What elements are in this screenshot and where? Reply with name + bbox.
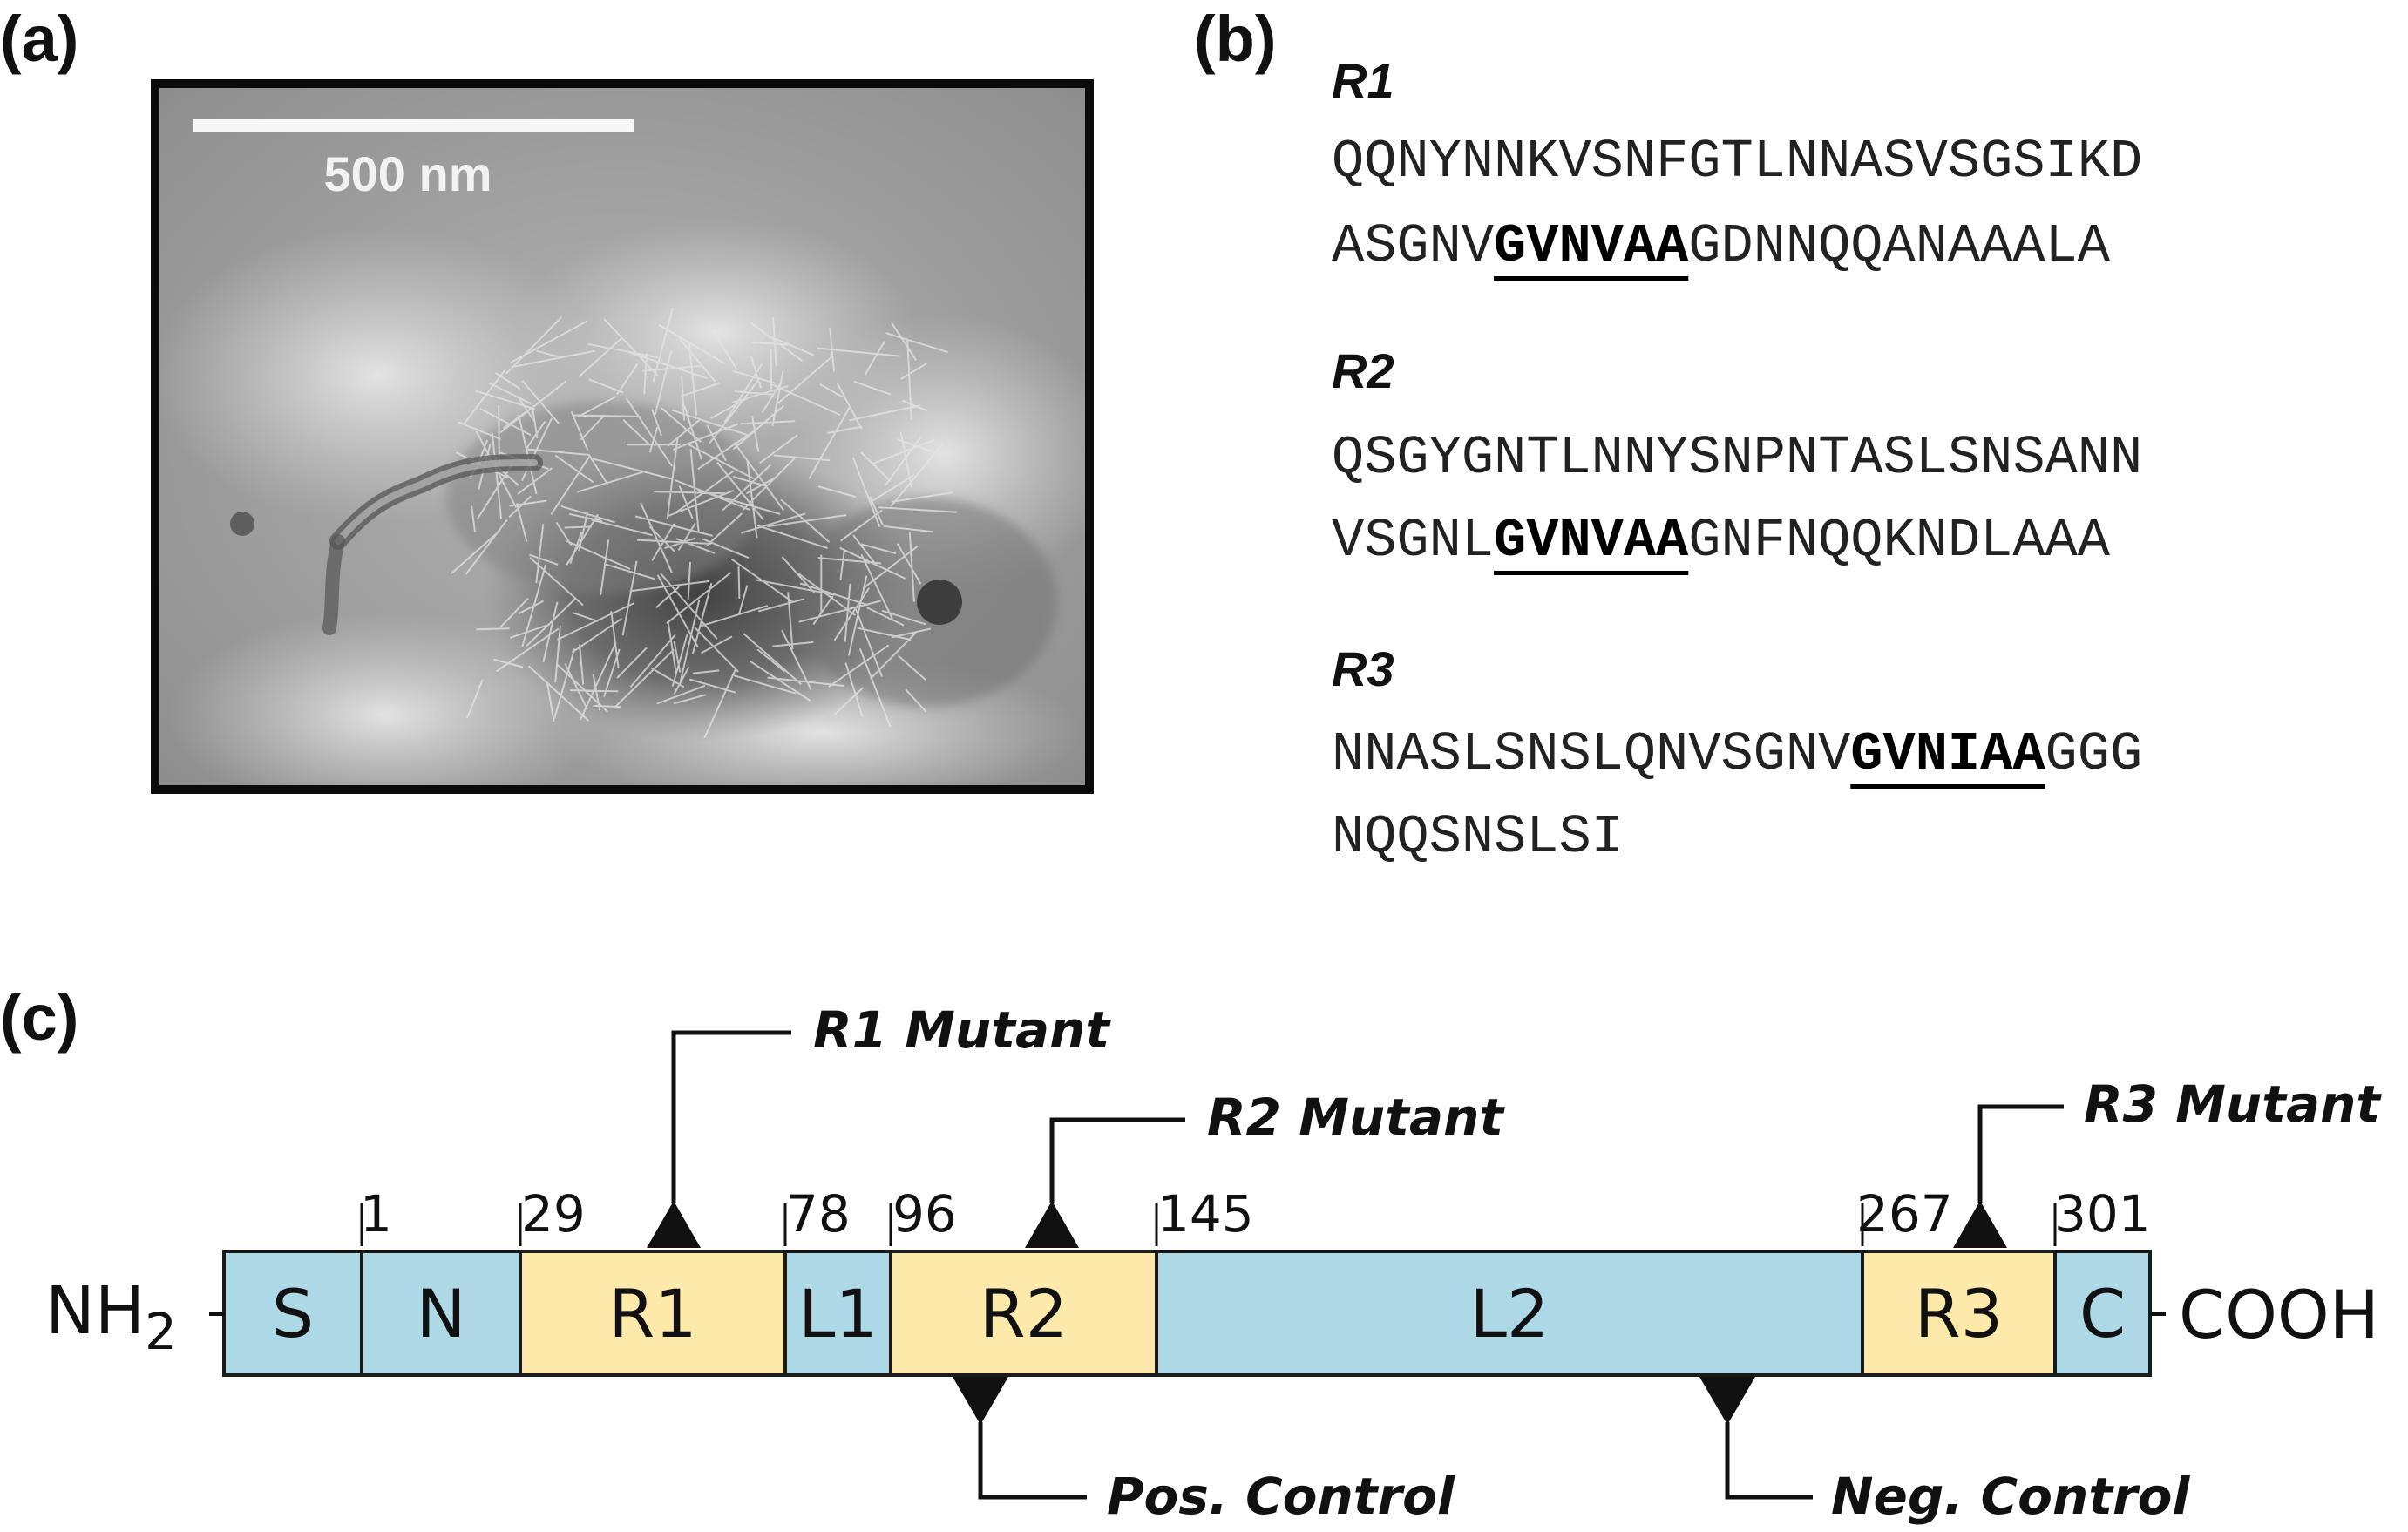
r3-mutant-marker: R3 Mutant xyxy=(1953,1074,2382,1248)
panel-label-c: (c) xyxy=(0,981,79,1054)
segment-l2 xyxy=(1155,1250,1864,1377)
position-78: 78 xyxy=(786,1184,851,1244)
position-145: 145 xyxy=(1157,1184,1254,1244)
seq-title-r2: R2 xyxy=(1332,343,1394,398)
position-96: 96 xyxy=(892,1184,957,1244)
r1-mutant-label: R1 Mutant xyxy=(813,1000,1111,1060)
domain-segments: S N R1 L1 R2 L2 R3 C xyxy=(222,1250,2152,1377)
segment-l1 xyxy=(783,1250,892,1377)
seq-title-r3: R3 xyxy=(1332,641,1394,696)
segment-r1 xyxy=(519,1250,787,1377)
c-terminus-label: COOH xyxy=(2179,1276,2379,1353)
panel-label-b: (b) xyxy=(1194,3,1277,75)
segment-r2 xyxy=(889,1250,1158,1377)
seq-r2-post: GNFNQQKNDLAAA xyxy=(1688,510,2110,572)
position-301: 301 xyxy=(2054,1184,2151,1244)
segment-label-l2: L2 xyxy=(1470,1275,1550,1352)
segment-label-l1: L1 xyxy=(798,1275,878,1352)
seq-r3-pre: NNASLSNSLQNVSGNV xyxy=(1332,723,1851,785)
seq-r2-line1: QSGYGNTLNNYSNPNTASLSNSANN xyxy=(1332,427,2143,489)
r2-mutant-label: R2 Mutant xyxy=(1207,1088,1505,1147)
seq-r3-motif: GVNIAA xyxy=(1850,723,2045,785)
fibril-cluster xyxy=(451,308,958,739)
segment-c xyxy=(2053,1250,2152,1377)
segment-s xyxy=(222,1250,363,1377)
segment-label-c: C xyxy=(2079,1275,2126,1352)
tem-image: 500 nm xyxy=(159,88,1085,785)
r1-mutant-marker: R1 Mutant xyxy=(647,1000,1111,1248)
position-267: 267 xyxy=(1856,1184,1953,1244)
r3-mutant-label: R3 Mutant xyxy=(2084,1074,2382,1134)
seq-r2-pre: VSGNL xyxy=(1332,510,1495,572)
seq-r2-motif: GVNVAA xyxy=(1494,510,1689,572)
segment-label-r3: R3 xyxy=(1915,1275,2003,1352)
seq-r3-line2: NQQSNSLSI xyxy=(1332,806,1624,868)
seq-r3-line1: NNASLSNSLQNVSGNVGVNIAAGGG xyxy=(1332,723,2142,785)
pos-control-label: Pos. Control xyxy=(1107,1467,1455,1526)
tem-micrograph: 500 nm xyxy=(151,79,1094,794)
segment-label-r2: R2 xyxy=(980,1275,1068,1352)
scale-bar xyxy=(193,119,634,132)
position-1: 1 xyxy=(360,1184,392,1244)
seq-r1-post: GDNNQQANAAALA xyxy=(1688,215,2110,277)
seq-title-r1: R1 xyxy=(1332,53,1394,108)
seq-r1-motif: GVNVAA xyxy=(1494,215,1689,277)
neg-control-marker: Neg. Control xyxy=(1699,1377,2191,1526)
segment-label-r1: R1 xyxy=(608,1275,696,1352)
panel-label-a: (a) xyxy=(0,3,79,75)
segment-label-n: N xyxy=(417,1275,466,1352)
r2-mutant-marker: R2 Mutant xyxy=(1025,1088,1505,1248)
segment-r3 xyxy=(1861,1250,2057,1377)
neg-control-label: Neg. Control xyxy=(1831,1467,2191,1526)
scale-bar-label: 500 nm xyxy=(324,146,492,201)
pos-control-marker: Pos. Control xyxy=(953,1377,1455,1526)
position-29: 29 xyxy=(521,1184,586,1244)
n-terminus-label: NH2 xyxy=(45,1271,177,1361)
seq-r1-pre: ASGNV xyxy=(1332,215,1495,277)
seq-r1-line2: ASGNVGVNVAAGDNNQQANAAALA xyxy=(1332,215,2110,277)
seq-r3-post: GGG xyxy=(2045,723,2143,785)
seq-r2-line2: VSGNLGVNVAAGNFNQQKNDLAAA xyxy=(1332,510,2110,572)
seq-r1-line1: QQNYNNKVSNFGTLNNASVSGSIKD xyxy=(1332,131,2143,193)
segment-n xyxy=(360,1250,522,1377)
segment-label-s: S xyxy=(272,1275,314,1352)
